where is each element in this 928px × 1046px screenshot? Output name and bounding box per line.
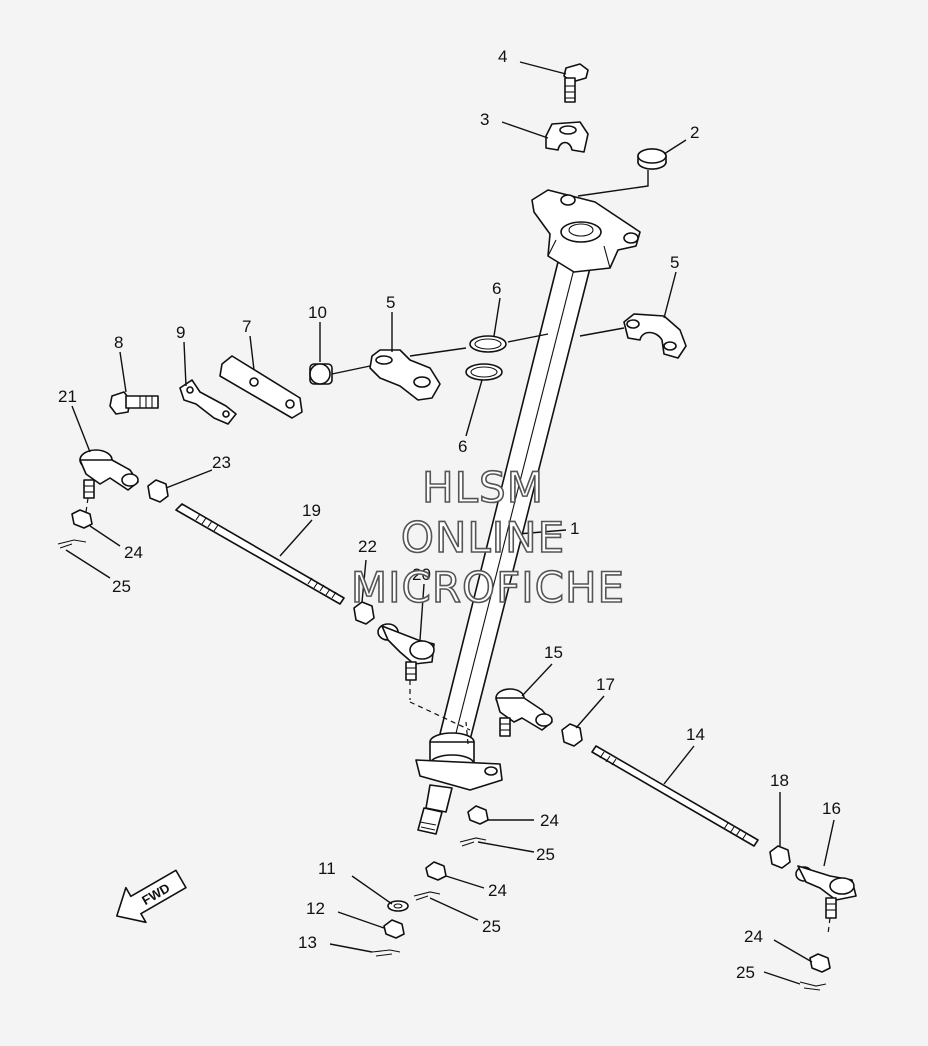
part-4-bolt xyxy=(563,63,589,103)
watermark-line-1: HLSM xyxy=(422,463,544,512)
part-5-clamp-left xyxy=(369,347,467,401)
callout-10: 10 xyxy=(308,303,327,322)
part-24-nut-left xyxy=(71,509,93,529)
callout-24-center-a: 24 xyxy=(540,811,559,830)
part-25-pin-right xyxy=(799,981,827,991)
callout-22: 22 xyxy=(358,537,377,556)
part-24-nut-center-a xyxy=(467,805,489,825)
callout-25-center-a: 25 xyxy=(536,845,555,864)
callout-6-upper: 6 xyxy=(492,279,501,298)
part-12-nut xyxy=(383,919,405,939)
callout-20: 20 xyxy=(412,565,431,584)
callout-1: 1 xyxy=(570,519,579,538)
callout-14: 14 xyxy=(686,725,705,744)
callout-23: 23 xyxy=(212,453,231,472)
callout-17: 17 xyxy=(596,675,615,694)
callout-5-right: 5 xyxy=(670,253,679,272)
callout-11: 11 xyxy=(318,859,336,878)
callout-18: 18 xyxy=(770,771,789,790)
part-6-rings xyxy=(465,333,549,381)
callout-13: 13 xyxy=(298,933,317,952)
part-24-nut-right xyxy=(809,953,831,973)
steering-column xyxy=(409,261,591,835)
callout-24-center-b: 24 xyxy=(488,881,507,900)
part-25-pin-left xyxy=(57,539,87,549)
part-25-pin-center-a xyxy=(459,837,487,847)
part-3-clamp xyxy=(545,121,589,153)
part-14-tie-rod xyxy=(591,745,759,847)
part-7-plate xyxy=(219,355,303,419)
callout-21: 21 xyxy=(58,387,77,406)
part-21-tie-rod-end xyxy=(79,449,139,513)
part-2-cap xyxy=(577,148,667,197)
part-18-nut xyxy=(769,845,791,869)
callout-labels: 1 2 3 4 5 5 6 6 7 8 9 10 11 12 13 14 15 … xyxy=(58,47,841,982)
part-8-bolt xyxy=(109,391,159,415)
callout-19: 19 xyxy=(302,501,321,520)
watermark-line-3: MICROFICHE xyxy=(351,563,625,612)
part-13-pin xyxy=(371,949,401,957)
callout-5-left: 5 xyxy=(386,293,395,312)
callout-16: 16 xyxy=(822,799,841,818)
callout-4: 4 xyxy=(498,47,507,66)
part-25-pin-center-b xyxy=(413,891,441,901)
part-10-collar xyxy=(309,363,371,385)
part-23-nut xyxy=(147,479,169,503)
callout-25-left: 25 xyxy=(112,577,131,596)
part-17-nut xyxy=(561,723,583,747)
callout-12: 12 xyxy=(306,899,325,918)
callout-3: 3 xyxy=(480,110,489,129)
part-16-tie-rod-end xyxy=(795,865,857,935)
watermark: HLSM ONLINE MICROFICHE xyxy=(350,462,625,613)
callout-2: 2 xyxy=(690,123,699,142)
callout-15: 15 xyxy=(544,643,563,662)
callout-6-lower: 6 xyxy=(458,437,467,456)
part-15-tie-rod-end xyxy=(495,688,553,737)
callout-24-right: 24 xyxy=(744,927,763,946)
part-20-tie-rod-end xyxy=(377,623,435,681)
part-19-tie-rod xyxy=(175,503,345,605)
watermark-line-2: ONLINE xyxy=(401,513,565,562)
callout-25-right: 25 xyxy=(736,963,755,982)
leader-lines xyxy=(65,61,835,985)
callout-8: 8 xyxy=(114,333,123,352)
part-9-lockwasher xyxy=(179,379,237,425)
part-24-nut-center-b xyxy=(425,861,447,881)
part-5-clamp-right xyxy=(579,313,687,359)
part-11-washer xyxy=(387,900,409,912)
callout-7: 7 xyxy=(242,317,251,336)
callout-24-left: 24 xyxy=(124,543,143,562)
callout-25-center-b: 25 xyxy=(482,917,501,936)
callout-9: 9 xyxy=(176,323,185,342)
fwd-arrow: FWD xyxy=(116,869,187,924)
upper-bracket xyxy=(531,189,641,273)
